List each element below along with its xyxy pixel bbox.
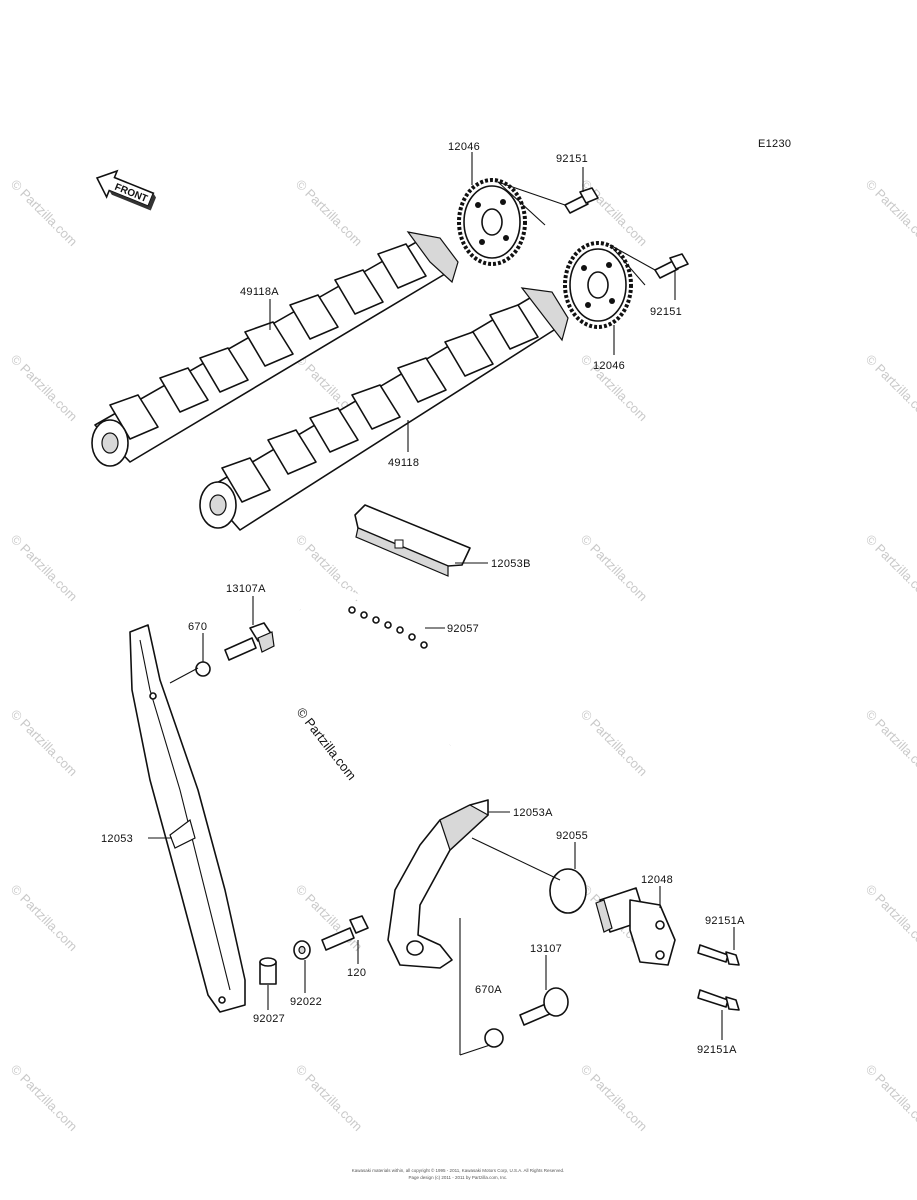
footer-design: Page design (c) 2011 - 2011 by Partzilla… [409,1175,508,1180]
oring-670a [484,1028,504,1048]
label-92151a-upper: 92151A [705,915,745,927]
label-670a: 670A [475,984,502,996]
watermark: © Partzilla.com [578,532,651,605]
watermark: © Partzilla.com [578,177,651,250]
watermark: © Partzilla.com [863,1062,917,1135]
watermark: © Partzilla.com [8,177,81,250]
watermark: © Partzilla.com [863,707,917,780]
tensioner-12048 [595,887,676,966]
label-670: 670 [188,621,207,633]
oring-670 [195,661,211,677]
label-92022: 92022 [290,996,322,1008]
label-92027: 92027 [253,1013,285,1025]
bolt-120 [321,915,369,951]
watermark: © Partzilla.com [8,352,81,425]
collar-92027 [259,957,277,985]
timing-chain [295,585,473,747]
watermark: © Partzilla.com [8,882,81,955]
label-12053b: 12053B [491,558,531,570]
label-12053: 12053 [101,833,133,845]
watermark: © Partzilla.com [578,1062,651,1135]
leader-lines [148,152,735,1056]
bolt-92151-top [564,187,599,214]
watermark: © Partzilla.com [863,177,917,250]
bolt-92151a-lower [697,989,740,1011]
watermark: © Partzilla.com [8,1062,81,1135]
camshaft-upper [91,231,459,467]
label-12048: 12048 [641,874,673,886]
watermark: © Partzilla.com [8,707,81,780]
watermark: © Partzilla.com [863,352,917,425]
label-120: 120 [347,967,366,979]
chain-guide-left [129,624,246,1013]
watermark: © Partzilla.com [863,882,917,955]
sprocket-top [457,178,527,266]
label-13107a: 13107A [226,583,266,595]
oring-92055 [549,868,587,914]
label-49118a: 49118A [240,286,279,298]
label-12046-right: 12046 [593,360,625,372]
watermark: © Partzilla.com [863,532,917,605]
label-92055: 92055 [556,830,588,842]
label-92057: 92057 [447,623,479,635]
footer-copyright: Kawasaki materials within, all copyright… [352,1167,565,1173]
label-92151-top: 92151 [556,153,588,165]
watermark: © Partzilla.com [293,177,366,250]
bolt-92151-right [654,253,689,279]
watermark: © Partzilla.com [578,707,651,780]
center-watermark: © Partzilla.com [294,705,360,783]
bolt-92151a-upper [697,944,740,966]
chain-guide-right [387,799,490,969]
label-92151-right: 92151 [650,306,682,318]
label-13107: 13107 [530,943,562,955]
label-12046-top: 12046 [448,141,480,153]
camshaft-lower [199,287,569,531]
watermark: © Partzilla.com [8,532,81,605]
bolt-13107 [519,987,569,1026]
chain-guide-top [354,504,471,577]
sprocket-right [563,241,633,329]
front-arrow-icon: FRONT [95,169,156,211]
label-49118: 49118 [388,457,419,469]
bolt-13107a [224,622,275,661]
watermark: © Partzilla.com [293,1062,366,1135]
label-92151a-lower: 92151A [697,1044,737,1056]
label-12053a: 12053A [513,807,553,819]
diagram-code: E1230 [758,138,791,150]
